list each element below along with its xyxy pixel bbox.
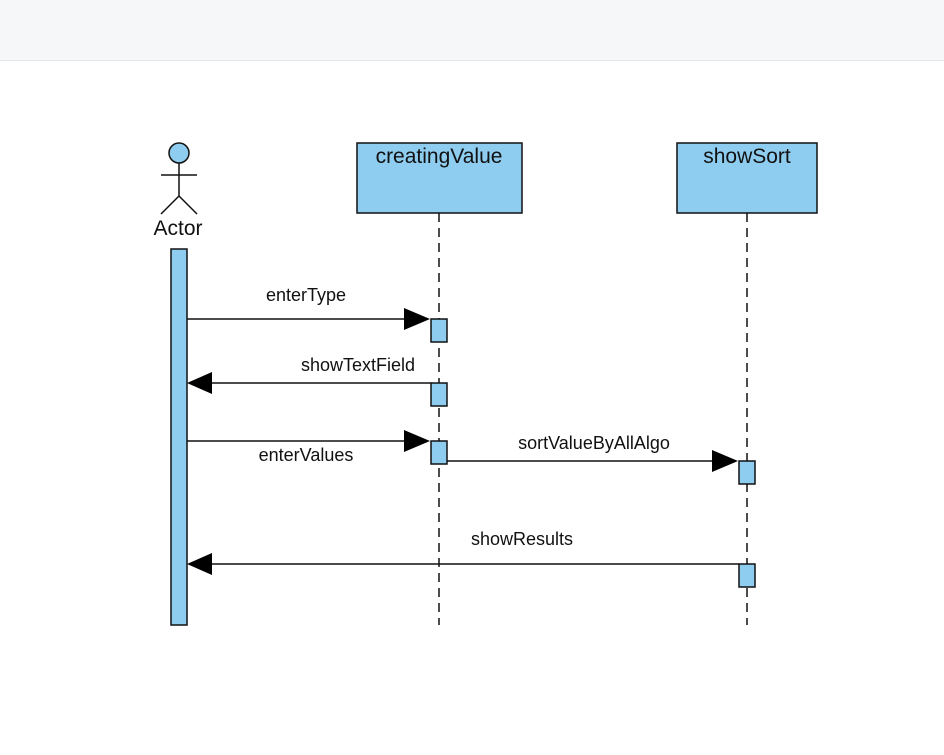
arrowhead-icon	[187, 553, 212, 575]
message-label: enterValues	[259, 445, 354, 465]
activation-box[interactable]	[430, 440, 448, 465]
message-showTextField[interactable]: showTextField	[187, 355, 431, 394]
activation-box[interactable]	[430, 382, 448, 407]
message-showResults[interactable]: showResults	[187, 529, 739, 575]
message-label: showTextField	[301, 355, 415, 375]
lifeline-creatingValue-label: creatingValue	[376, 145, 503, 168]
message-enterType[interactable]: enterType	[187, 285, 430, 330]
message-sortValueByAllAlgo[interactable]: sortValueByAllAlgo	[447, 433, 738, 472]
top-toolbar	[0, 0, 944, 61]
message-label: enterType	[266, 285, 346, 305]
arrowhead-icon	[404, 430, 430, 452]
activation-box[interactable]	[738, 460, 756, 485]
message-enterValues[interactable]: enterValues	[187, 430, 430, 465]
actor-left-leg	[160, 195, 180, 215]
lifeline-showSort-label: showSort	[703, 145, 791, 168]
arrowhead-icon	[187, 372, 212, 394]
arrowhead-icon	[404, 308, 430, 330]
message-label: sortValueByAllAlgo	[518, 433, 670, 453]
actor-label: Actor	[153, 217, 202, 240]
actor-figure[interactable]: Actor	[153, 142, 203, 240]
actor-activation-bar[interactable]	[170, 248, 188, 626]
lifeline-creatingValue-box[interactable]	[356, 142, 523, 214]
lifeline-showSort[interactable]: showSort	[676, 142, 818, 625]
arrowhead-icon	[712, 450, 738, 472]
activation-box[interactable]	[430, 318, 448, 343]
activation-box[interactable]	[738, 563, 756, 588]
lifeline-creatingValue[interactable]: creatingValue	[356, 142, 523, 625]
actor-right-leg	[178, 195, 198, 215]
message-label: showResults	[471, 529, 573, 549]
actor-head	[168, 142, 190, 164]
lifeline-showSort-box[interactable]	[676, 142, 818, 214]
